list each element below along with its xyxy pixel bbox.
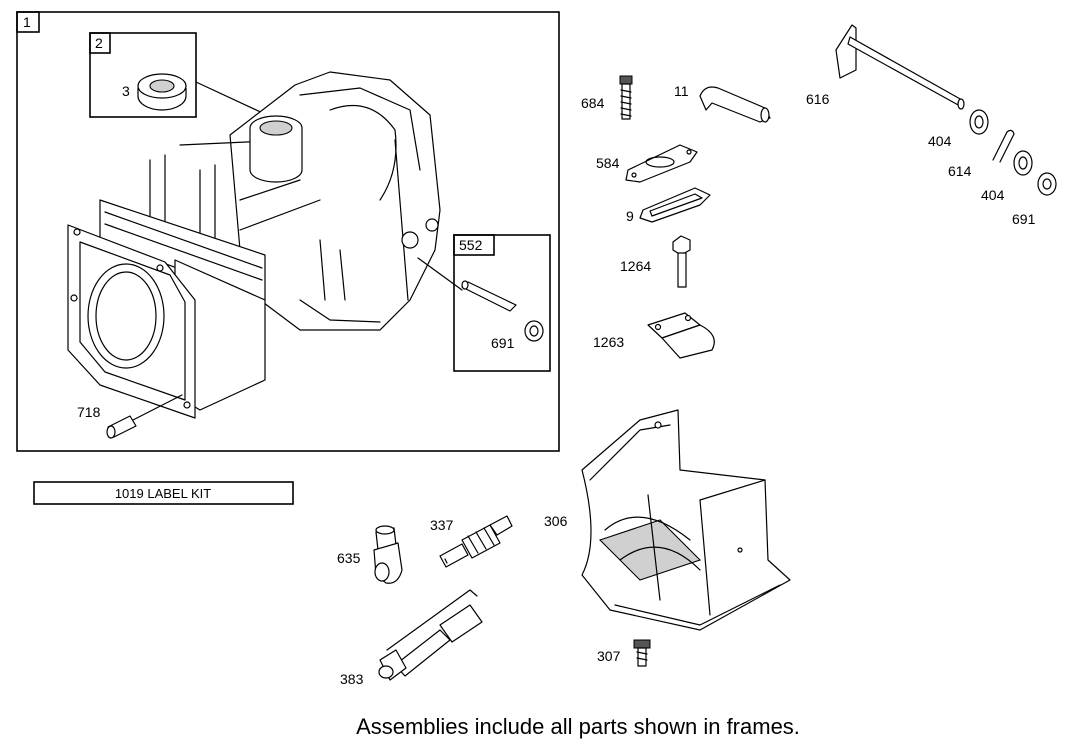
frame-2: [89, 32, 197, 118]
leader-718: [132, 394, 183, 421]
label-part-616: 616: [806, 91, 830, 107]
label-part-11: 11: [674, 83, 689, 99]
label-kit-box: [33, 481, 294, 505]
leader-552: [417, 257, 463, 291]
label-part-337: 337: [430, 517, 454, 533]
plate-1263-part: [647, 312, 715, 359]
label-part-635: 635: [337, 550, 361, 566]
cover-584-part: [625, 144, 698, 183]
washer-404-b-part: [1013, 150, 1033, 176]
bolt-1264-part: [672, 235, 691, 288]
pin-552-part: [461, 280, 517, 312]
label-part-614: 614: [948, 163, 972, 179]
frame-1-tag: [16, 11, 40, 33]
label-part-691-frame: 691: [491, 335, 515, 351]
screw-684-part: [619, 75, 633, 120]
label-part-1264: 1264: [620, 258, 651, 274]
label-part-9: 9: [626, 208, 634, 224]
label-part-307: 307: [597, 648, 621, 664]
gasket-9-part: [639, 187, 711, 223]
label-part-404-a: 404: [928, 133, 952, 149]
washer-691-part: [1037, 172, 1057, 196]
label-part-383: 383: [340, 671, 364, 687]
breather-tube-11-part: [699, 86, 771, 123]
oil-seal-part: [137, 73, 187, 111]
footer-note: Assemblies include all parts shown in fr…: [356, 714, 800, 739]
spark-plug-wrench-383-part: [378, 589, 483, 681]
label-part-306: 306: [544, 513, 568, 529]
label-part-1263: 1263: [593, 334, 624, 350]
label-part-404-b: 404: [981, 187, 1005, 203]
hairpin-clip-614-part: [992, 129, 1015, 163]
dowel-pin-718-part: [106, 415, 137, 439]
shroud-306-part: [581, 409, 791, 631]
washer-404-a-part: [969, 109, 989, 135]
spark-plug-boot-635-part: [373, 525, 403, 584]
frame-552-number: 552: [459, 237, 483, 253]
frame-2-number: 2: [95, 35, 103, 51]
label-part-718: 718: [77, 404, 101, 420]
label-part-3: 3: [122, 83, 130, 99]
screw-307-part: [633, 639, 651, 667]
label-part-584: 584: [596, 155, 620, 171]
engine-block-part: [67, 71, 441, 419]
spark-plug-337-part: [439, 515, 513, 568]
frame-552: [453, 234, 551, 372]
label-kit-text: 1019 LABEL KIT: [115, 486, 211, 501]
nut-691-part: [524, 320, 544, 342]
frame-552-tag: [453, 234, 495, 256]
label-part-684: 684: [581, 95, 605, 111]
frame-1: [16, 11, 560, 452]
label-part-691: 691: [1012, 211, 1036, 227]
governor-shaft-616-part: [835, 24, 965, 110]
frame-1-number: 1: [23, 14, 31, 30]
frame-2-tag: [89, 32, 111, 54]
